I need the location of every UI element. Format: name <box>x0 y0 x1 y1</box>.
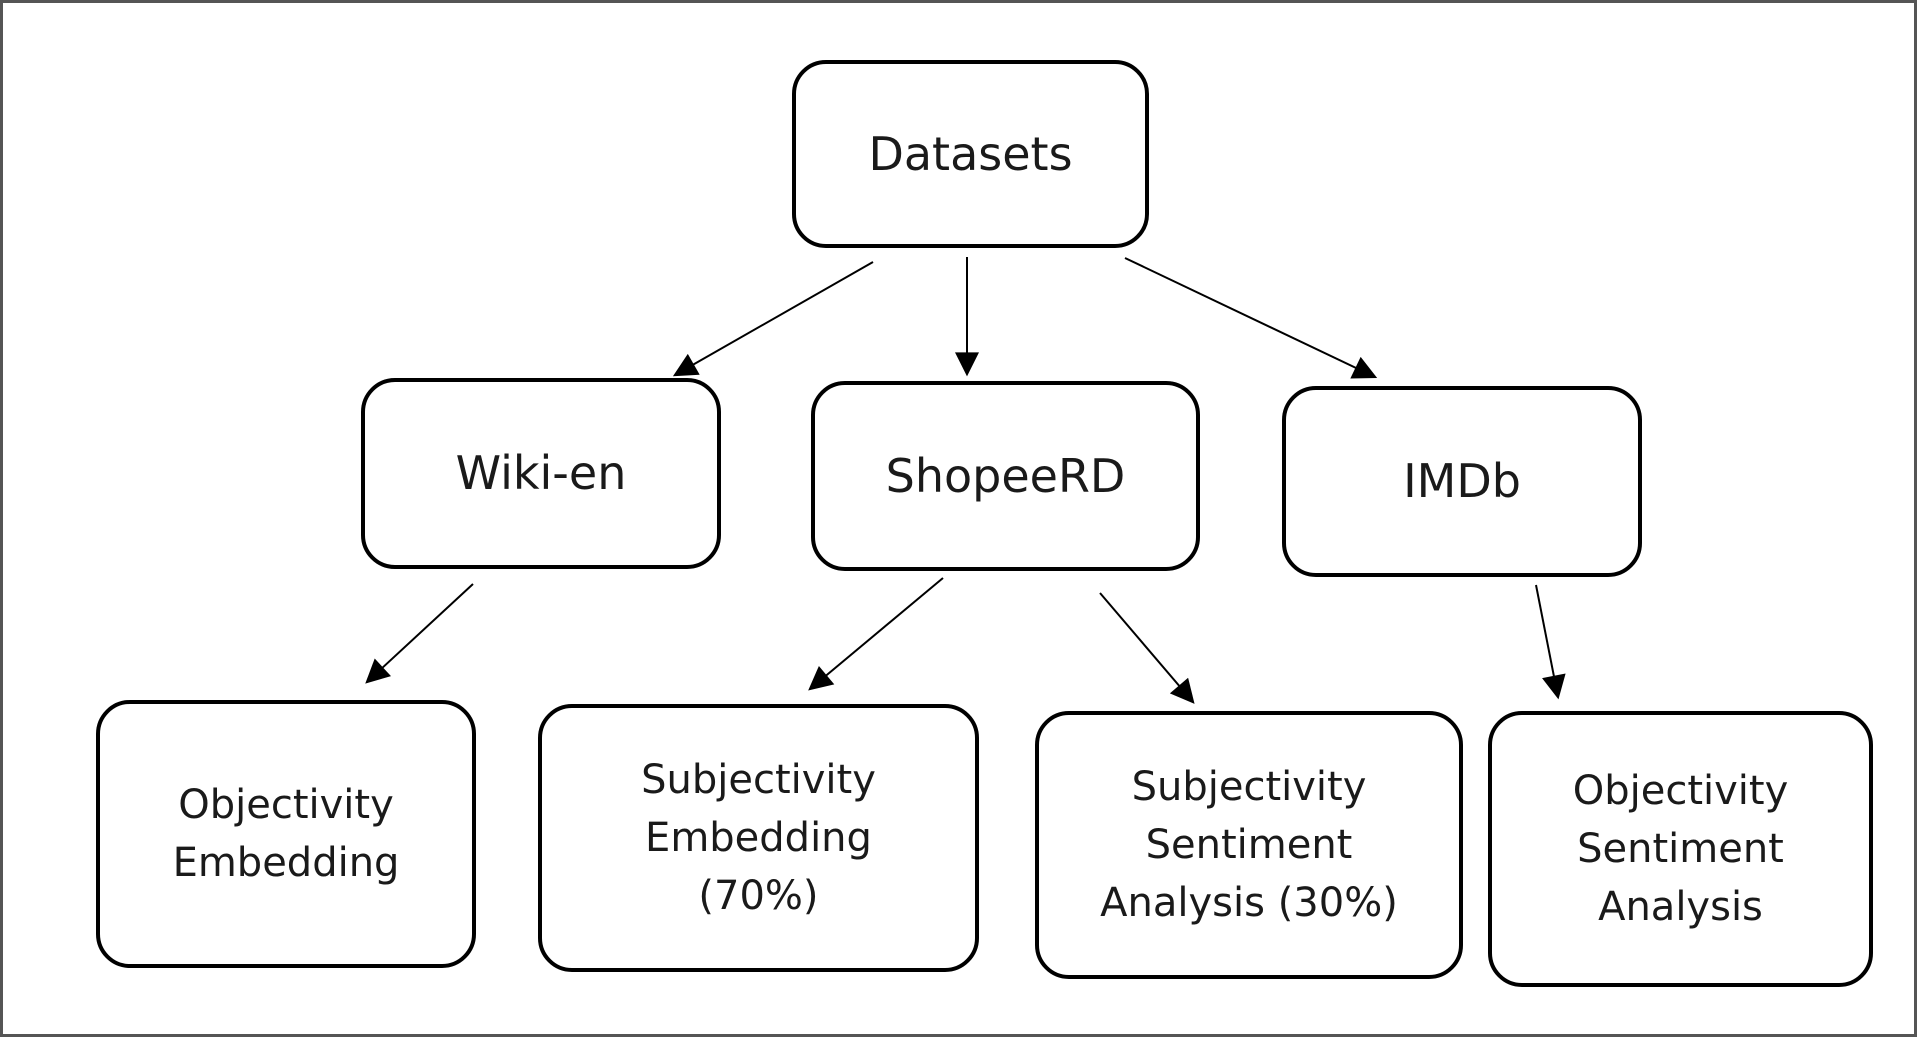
edge-imdb-objectivity-sentiment <box>1535 584 1566 700</box>
node-subjectivity-sentiment-analysis-label: Subjectivity Sentiment Analysis (30%) <box>1100 764 1398 926</box>
node-imdb: IMDb <box>1282 386 1642 577</box>
node-subjectivity-sentiment-analysis: Subjectivity Sentiment Analysis (30%) <box>1035 711 1463 979</box>
edge-shopeerd-subjectivity-embedding <box>808 577 944 691</box>
edge-datasets-imdb <box>1124 257 1378 379</box>
node-wiki-en: Wiki-en <box>361 378 721 569</box>
node-subjectivity-embedding: Subjectivity Embedding (70%) <box>538 704 979 972</box>
node-subjectivity-embedding-label: Subjectivity Embedding (70%) <box>641 757 876 919</box>
node-objectivity-sentiment-analysis: Objectivity Sentiment Analysis <box>1488 711 1873 987</box>
node-imdb-label: IMDb <box>1403 454 1521 509</box>
node-shopeerd-label: ShopeeRD <box>885 448 1126 503</box>
node-wiki-en-label: Wiki-en <box>455 446 627 501</box>
edge-shopeerd-subjectivity-sentiment <box>1099 592 1195 704</box>
node-datasets: Datasets <box>792 60 1149 248</box>
edge-datasets-wiki-en <box>672 261 874 377</box>
node-objectivity-sentiment-analysis-label: Objectivity Sentiment Analysis <box>1572 768 1789 930</box>
node-objectivity-embedding-label: Objectivity Embedding <box>172 782 400 886</box>
node-datasets-label: Datasets <box>868 126 1073 181</box>
node-shopeerd: ShopeeRD <box>811 381 1200 571</box>
node-objectivity-embedding: Objectivity Embedding <box>96 700 476 968</box>
edge-wiki-en-objectivity-embedding <box>365 583 474 684</box>
